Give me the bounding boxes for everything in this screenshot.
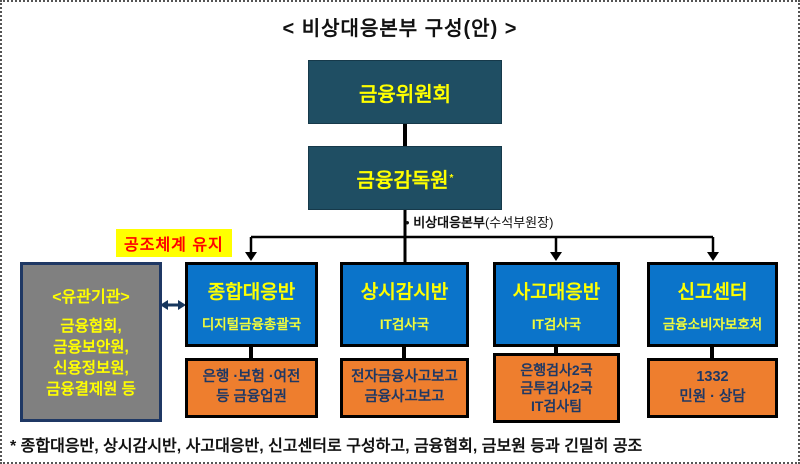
supervisory-box: 금융감독원 * [308,146,502,210]
team-name: 사고대응반 [512,281,601,303]
team-dept: 디지털금융총괄국 [201,316,302,332]
sub-box-line: 민원 · 상담 [679,389,746,405]
sub-box-line: 금투검사2국 [520,379,593,396]
related-org-box: <유관기관> 금융협회, 금융보안원, 신용정보원, 금융결제원 등 [20,262,162,422]
sub-box-line: 등 금융업권 [216,389,287,405]
team-box-incident-response: 사고대응반 IT검사국 [493,262,620,347]
sub-box-line: 1332 [696,369,729,386]
sub-box-inspection-depts: 은행검사2국 금투검사2국 IT검사팀 [493,353,620,423]
commission-label: 금융위원회 [359,83,451,106]
team-box-general-response: 종합대응반 디지털금융총괄국 [185,262,318,347]
sub-box-industries: 은행 ·보험 ·여전 등 금융업권 [185,358,318,418]
related-org-line: 금융결제원 등 [46,380,136,398]
team-dept: 금융소비자보호처 [662,316,763,332]
team-dept: IT검사국 [531,316,582,332]
sub-box-line: IT검사팀 [530,398,583,415]
related-org-line: 금융보안원, [53,339,129,357]
down-arrow-icon [550,252,562,261]
sub-box-line: 금융사고보고 [364,389,445,405]
coordination-label: 공조체계 유지 [116,229,232,257]
hq-annotation-detail: (수석부원장) [484,215,554,230]
team-name: 신고센터 [677,281,748,303]
related-org-line: 신용정보원, [53,360,129,377]
down-arrow-icon [245,252,257,261]
related-org-line: 금융협회, [60,318,122,336]
hq-annotation: • 비상대응본부(수석부원장) [405,212,553,231]
sub-box-line: 은행검사2국 [520,361,593,378]
supervisory-footnote-marker: * [449,172,454,184]
team-box-monitoring: 상시감시반 IT검사국 [340,262,469,347]
hq-annotation-title: 비상대응본부 [413,215,485,230]
team-dept: IT검사국 [379,316,430,332]
commission-box: 금융위원회 [308,60,502,124]
bullet-icon: • [405,215,410,230]
page-title: < 비상대응본부 구성(안) > [282,18,518,40]
sub-box-line: 은행 ·보험 ·여전 [202,369,301,386]
down-arrow-icon [707,252,719,261]
team-name: 종합대응반 [207,281,296,303]
supervisory-label: 금융감독원 [356,169,449,192]
two-way-arrow-icon [160,300,186,310]
team-box-report-center: 신고센터 금융소비자보호처 [647,262,778,347]
sub-box-hotline: 1332 민원 · 상담 [647,358,778,418]
sub-box-line: 전자금융사고보고 [351,369,458,386]
sub-box-incident-reports: 전자금융사고보고 금융사고보고 [340,358,469,418]
team-name: 상시감시반 [360,281,449,303]
related-org-title: <유관기관> [52,289,130,307]
footnote: * 종합대응반, 상시감시반, 사고대응반, 신고센터로 구성하고, 금융협회,… [10,438,643,455]
